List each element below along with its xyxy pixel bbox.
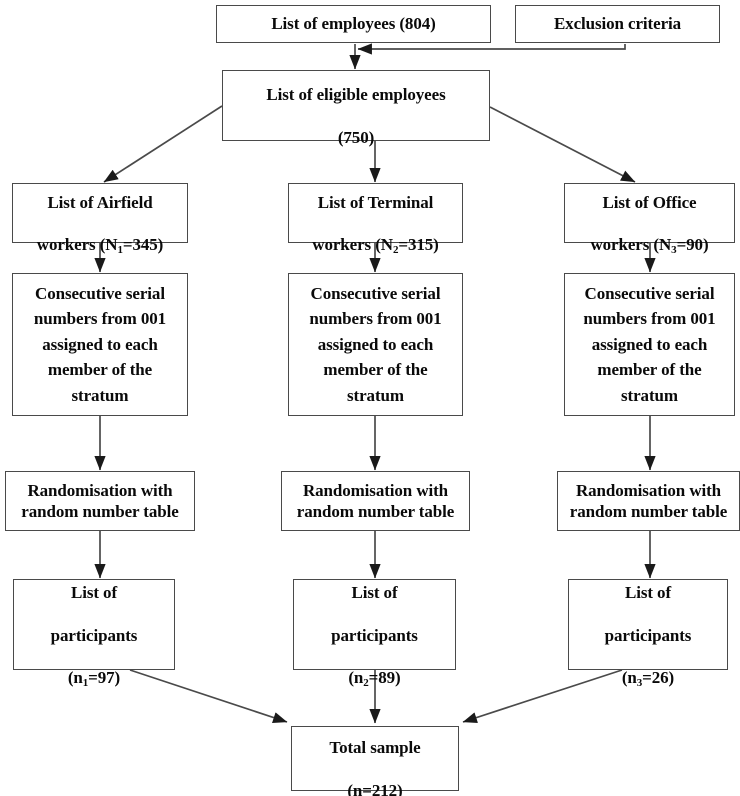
participants-office-subscript: 3	[636, 677, 643, 689]
node-randomisation-office-label: Randomisation with random number table	[569, 480, 728, 521]
node-serial-numbers-office: Consecutive serial numbers from 001 assi…	[564, 273, 735, 416]
participants-airfield-line-1: List of	[70, 583, 118, 602]
node-randomisation-terminal: Randomisation with random number table	[281, 471, 470, 531]
node-exclusion-criteria-label: Exclusion criteria	[553, 14, 682, 34]
airfield-line-2-pre: workers (N	[36, 235, 118, 255]
node-list-of-eligible-employees-label: List of eligible employees (750)	[261, 63, 450, 148]
node-serial-numbers-terminal: Consecutive serial numbers from 001 assi…	[288, 273, 463, 416]
participants-office-line-2: participants	[604, 625, 692, 645]
node-randomisation-airfield-label: Randomisation with random number table	[21, 480, 179, 521]
participants-airfield-line-3-post: =97)	[88, 668, 121, 687]
node-randomisation-terminal-label: Randomisation with random number table	[296, 480, 455, 521]
node-list-of-airfield-workers: List of Airfield workers (N1=345)	[12, 183, 188, 256]
eligible-line-2: (750)	[337, 127, 375, 147]
node-participants-office-label: List of participants (n3=26)	[600, 561, 697, 689]
participants-terminal-line-3-pre: (n	[348, 668, 364, 687]
edge-exclusion-to-eligible	[357, 43, 626, 55]
node-list-of-employees: List of employees (804)	[216, 5, 491, 43]
participants-office-line-3-pre: (n	[621, 668, 637, 687]
airfield-line-2-post: =345)	[122, 235, 164, 255]
node-randomisation-office: Randomisation with random number table	[557, 471, 740, 531]
node-total-sample-label: Total sample (n=212)	[324, 716, 425, 796]
node-participants-terminal: List of participants (n2=89)	[293, 579, 456, 689]
node-list-of-terminal-workers: List of Terminal workers (N2=315)	[288, 183, 463, 256]
office-line-2-post: =90)	[676, 235, 709, 255]
node-list-of-eligible-employees: List of eligible employees (750)	[222, 70, 490, 147]
node-participants-airfield-label: List of participants (n1=97)	[46, 561, 143, 689]
total-line-1: Total sample	[329, 738, 421, 758]
office-line-2-pre: workers (N	[590, 235, 672, 255]
office-subscript: 3	[671, 244, 677, 257]
terminal-line-2-pre: workers (N	[312, 235, 393, 255]
office-line-1: List of Office	[602, 192, 697, 212]
terminal-subscript: 2	[392, 244, 399, 257]
terminal-line-2-post: =315)	[398, 235, 439, 255]
node-randomisation-airfield: Randomisation with random number table	[5, 471, 195, 531]
node-list-of-airfield-workers-label: List of Airfield workers (N1=345)	[32, 171, 168, 257]
node-list-of-terminal-workers-label: List of Terminal workers (N2=315)	[307, 171, 443, 257]
node-serial-numbers-airfield: Consecutive serial numbers from 001 assi…	[12, 273, 188, 416]
node-serial-numbers-airfield-label: Consecutive serial numbers from 001 assi…	[33, 283, 167, 405]
participants-terminal-subscript: 2	[363, 677, 369, 689]
node-serial-numbers-terminal-label: Consecutive serial numbers from 001 assi…	[309, 283, 442, 405]
participants-airfield-subscript: 1	[82, 677, 89, 689]
edge-participants-office-to-total	[462, 669, 623, 723]
node-list-of-office-workers: List of Office workers (N3=90)	[564, 183, 735, 256]
eligible-line-1: List of eligible employees	[266, 85, 446, 105]
node-exclusion-criteria: Exclusion criteria	[515, 5, 720, 43]
participants-airfield-line-3-pre: (n	[67, 668, 83, 687]
node-participants-office: List of participants (n3=26)	[568, 579, 728, 689]
participants-terminal-line-1: List of	[351, 583, 398, 602]
participants-office-line-1: List of	[624, 583, 672, 602]
airfield-line-1: List of Airfield	[47, 192, 153, 212]
node-total-sample: Total sample (n=212)	[291, 726, 459, 796]
participants-terminal-line-3-post: =89)	[368, 668, 401, 687]
node-list-of-office-workers-label: List of Office workers (N3=90)	[585, 171, 713, 257]
participants-terminal-line-2: participants	[331, 625, 418, 645]
node-participants-terminal-label: List of participants (n2=89)	[326, 561, 423, 689]
terminal-line-1: List of Terminal	[317, 192, 434, 212]
node-participants-airfield: List of participants (n1=97)	[13, 579, 175, 689]
participants-office-line-3-post: =26)	[642, 668, 675, 687]
airfield-subscript: 1	[117, 244, 123, 257]
node-list-of-employees-label: List of employees (804)	[271, 14, 436, 34]
total-line-2: (n=212)	[347, 780, 403, 796]
node-serial-numbers-office-label: Consecutive serial numbers from 001 assi…	[583, 283, 716, 405]
participants-airfield-line-2: participants	[50, 625, 138, 645]
edge-participants-airfield-to-total	[129, 669, 288, 723]
